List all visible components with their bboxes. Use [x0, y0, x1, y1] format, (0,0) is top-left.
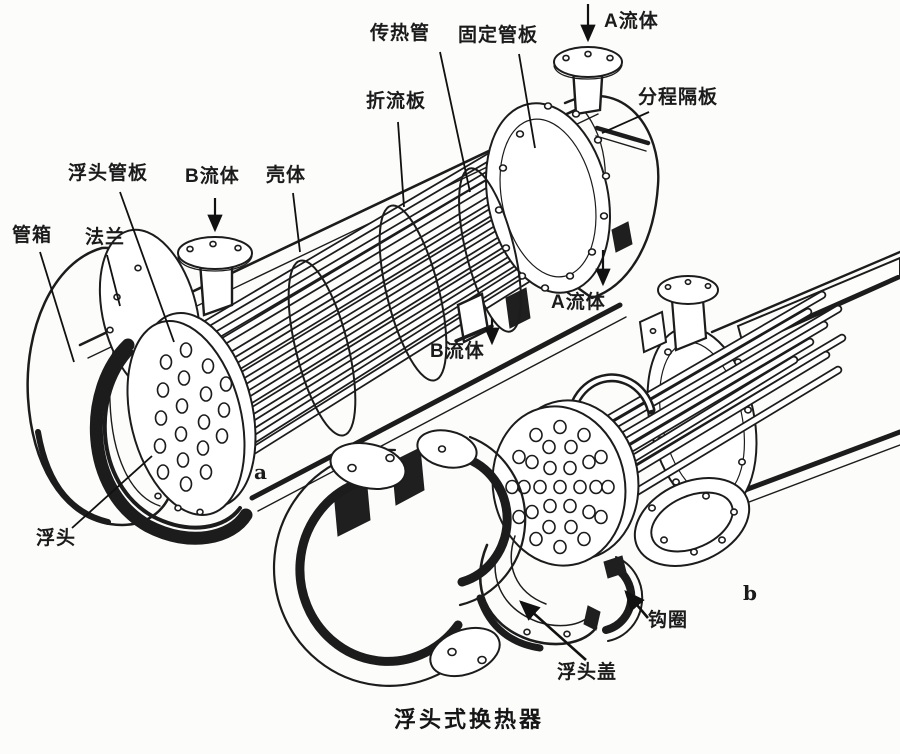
baffle-plates: [287, 167, 522, 437]
leader-channel-box: [39, 251, 75, 363]
nozzle-a: [553, 46, 623, 116]
subfigure-a-letter: a: [254, 460, 267, 484]
floating-head-cover-drawing: [476, 535, 601, 652]
leader-flange: [106, 254, 121, 307]
shell-b-nozzle: [638, 275, 719, 354]
leader-lines: [39, 51, 650, 529]
label-fluid-b-outlet: B流体: [430, 341, 485, 362]
floating-tube-sheet-drawing: [126, 312, 257, 516]
flow-arrows: [207, 4, 649, 661]
figure-title: 浮头式换热器: [394, 707, 545, 732]
arrow-hook-ring: [624, 590, 649, 619]
label-baffle: 折流板: [366, 91, 427, 112]
label-fluid-a-inlet: A流体: [604, 11, 659, 32]
leader-floating-tube-sheet: [119, 191, 175, 343]
floating-head-band: [89, 338, 253, 545]
leader-floating-head: [71, 455, 153, 529]
leader-tube: [439, 51, 471, 193]
label-flange: 法兰: [85, 227, 126, 248]
label-tube: 传热管: [370, 23, 431, 44]
label-fixed-tube-sheet: 固定管板: [458, 25, 539, 46]
fixed-tube-sheet-drawing: [485, 102, 611, 329]
nozzle-b: [177, 236, 253, 317]
leader-pass-partition: [601, 111, 650, 134]
leader-fixed-tube-sheet: [518, 53, 536, 149]
label-floating-head-cover: 浮头盖: [557, 662, 618, 683]
arrow-floating-head-cover: [519, 600, 587, 661]
hook-ring-half-1: [272, 442, 501, 687]
leader-shell: [292, 192, 301, 253]
head-lug: [611, 221, 633, 253]
label-channel-box: 管箱: [12, 225, 53, 246]
assembly-b-drawing: [272, 250, 900, 687]
subfigure-b-letter: b: [743, 581, 757, 605]
sheet-lug: [505, 287, 531, 329]
label-hook-ring: 钩圈: [648, 610, 689, 631]
shell-bottom-edge: [249, 302, 627, 512]
label-floating-tube-sheet: 浮头管板: [68, 163, 149, 184]
label-fluid-a-outlet: A流体: [551, 292, 606, 313]
label-shell: 壳体: [266, 165, 307, 186]
label-floating-head: 浮头: [36, 528, 77, 549]
label-pass-partition: 分程隔板: [638, 87, 719, 108]
hook-ring-segment: [602, 555, 644, 642]
assembly-a-drawing: [26, 46, 660, 545]
label-fluid-b-inlet: B流体: [185, 166, 240, 187]
backing-ring: [633, 477, 751, 567]
leader-baffle: [397, 121, 405, 208]
